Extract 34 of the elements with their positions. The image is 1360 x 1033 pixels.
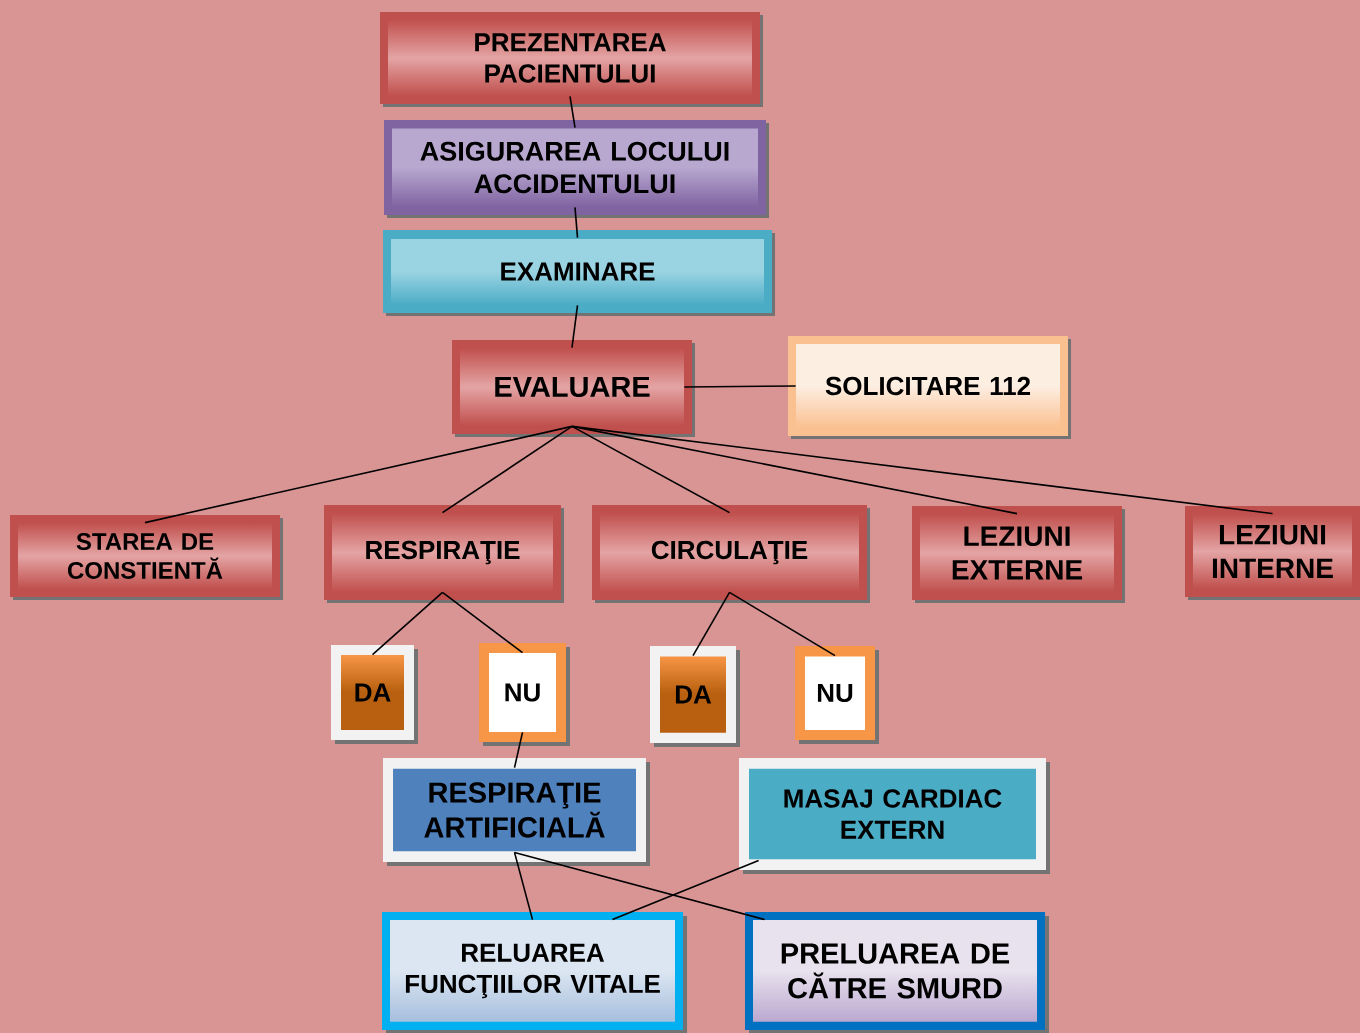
connector-line xyxy=(571,304,579,349)
process-box: RESPIRAŢIE ARTIFICIALĂ xyxy=(383,758,650,866)
process-box: NU xyxy=(479,643,570,746)
process-box: LEZIUNI INTERNE xyxy=(1185,506,1360,600)
connector-line xyxy=(513,731,524,769)
process-box: CIRCULAŢIE xyxy=(592,505,870,603)
process-box: DA xyxy=(331,645,418,744)
process-box: PRELUAREA DE CĂTRE SMURD xyxy=(745,912,1049,1033)
connector-line xyxy=(728,591,836,657)
process-box: SOLICITARE 112 xyxy=(788,336,1071,439)
connector-line xyxy=(574,206,579,239)
process-box: RELUAREA FUNCŢIILOR VITALE xyxy=(382,912,687,1033)
connector-line xyxy=(571,425,1274,515)
connector-line xyxy=(683,385,797,388)
connector-line xyxy=(441,425,573,514)
connector-line xyxy=(441,591,524,654)
process-box: NU xyxy=(795,646,879,744)
process-box: LEZIUNI EXTERNE xyxy=(912,506,1125,603)
process-box: DA xyxy=(650,646,740,747)
process-box: EVALUARE xyxy=(452,340,695,437)
process-box: EXAMINARE xyxy=(383,230,775,316)
process-box: ASIGURAREA LOCULUI ACCIDENTULUI xyxy=(384,120,769,218)
connector-line xyxy=(692,591,731,657)
connector-line xyxy=(571,425,731,514)
process-box: PREZENTAREA PACIENTULUI xyxy=(380,12,763,107)
process-box: MASAJ CARDIAC EXTERN xyxy=(739,758,1050,874)
connector-line xyxy=(611,859,760,921)
process-box: STAREA DE CONSTIENTĂ xyxy=(10,515,283,600)
connector-line xyxy=(513,851,766,921)
process-box: RESPIRAŢIE xyxy=(324,505,564,603)
connector-line xyxy=(569,95,576,129)
connector-line xyxy=(513,851,534,921)
connector-line xyxy=(371,591,444,656)
connector-line xyxy=(144,425,573,524)
